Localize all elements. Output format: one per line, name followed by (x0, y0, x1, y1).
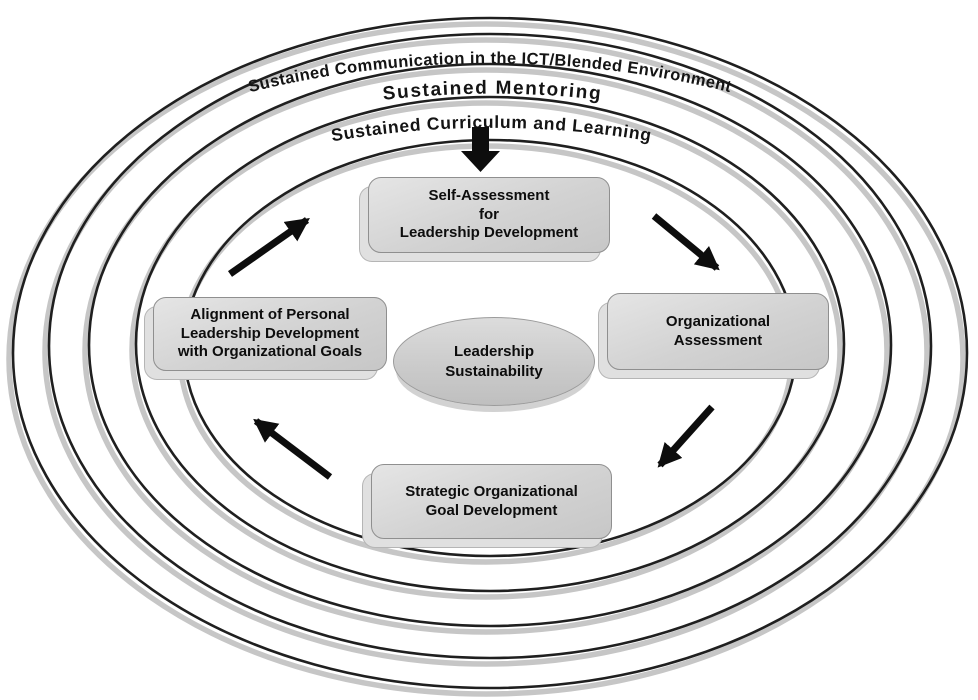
ring-1 (11, 16, 969, 690)
node-organizational-assessment-line: Assessment (673, 331, 763, 349)
cycle-arrows (227, 127, 720, 480)
node-self-assessment-line: Self-Assessment (428, 186, 550, 204)
center-label-line: Sustainability (445, 362, 543, 380)
arrow-top-to-right-icon (651, 213, 720, 271)
node-alignment-personal-leadership: Alignment of Personal Leadership Develop… (153, 297, 387, 371)
ring-4 (134, 95, 846, 593)
node-strategic-goal-development-line: Strategic Organizational (405, 482, 578, 500)
node-organizational-assessment-line: Organizational (665, 312, 771, 330)
ring-2-shadow (42, 37, 930, 667)
center-leadership-sustainability: Leadership Sustainability (393, 317, 595, 406)
node-organizational-assessment: Organizational Assessment (607, 293, 829, 370)
node-strategic-goal-development: Strategic Organizational Goal Developmen… (371, 464, 612, 539)
arrow-left-to-top-icon (227, 217, 310, 277)
node-alignment-personal-leadership-line: Leadership Development (180, 324, 360, 342)
arrow-right-to-bottom-icon (657, 404, 715, 468)
center-label-line: Leadership (453, 343, 535, 360)
node-self-assessment: Self-Assessment for Leadership Developme… (368, 177, 610, 253)
ring-1-shadow (6, 21, 966, 697)
node-strategic-goal-development-line: Goal Development (425, 501, 558, 519)
entry-down-arrow-icon (461, 127, 500, 172)
node-self-assessment-line: Leadership Development (399, 224, 579, 242)
node-self-assessment-line: for (479, 205, 499, 223)
node-alignment-personal-leadership-line: Alignment of Personal (190, 305, 350, 323)
ring-3 (87, 62, 893, 628)
node-alignment-personal-leadership-line: with Organizational Goals (177, 343, 363, 361)
ring-2 (47, 32, 933, 660)
ring-4-shadow (129, 100, 843, 600)
ring-3-shadow (82, 67, 890, 635)
arrow-bottom-to-left-icon (253, 418, 333, 480)
